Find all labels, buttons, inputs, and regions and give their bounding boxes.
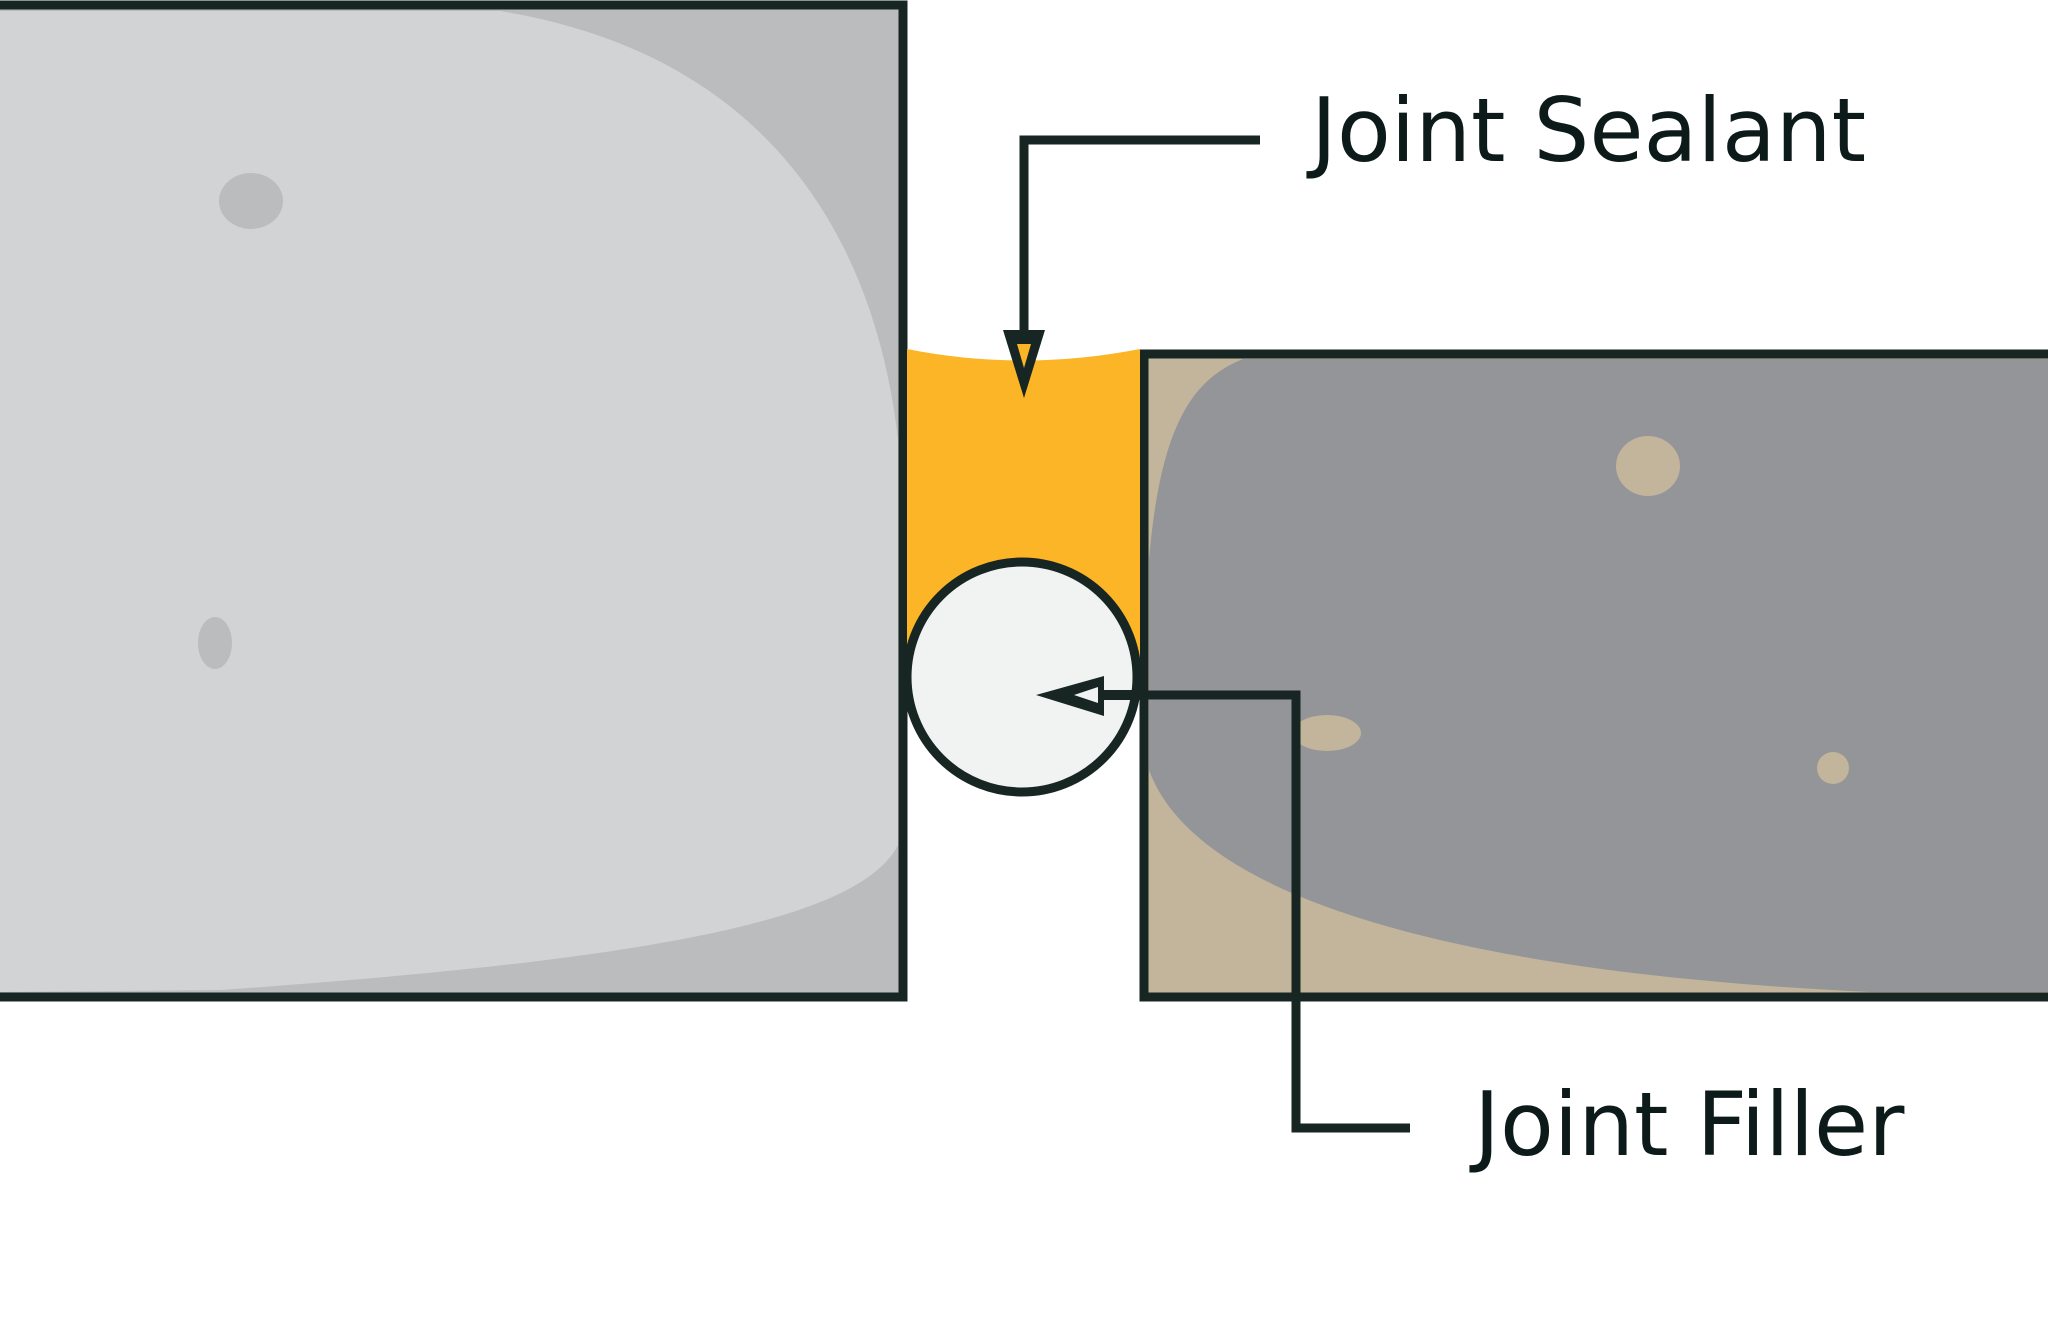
filler-callout: Joint Filler — [1036, 676, 1905, 1176]
filler-label: Joint Filler — [1469, 1073, 1905, 1176]
right-slab-aggregate-3 — [1817, 752, 1849, 784]
sealant-leader-line — [1019, 135, 1260, 330]
right-slab-aggregate-2 — [1293, 715, 1361, 751]
right-slab-outline — [1139, 349, 2048, 1002]
filler-arrow-head-inner — [1074, 687, 1098, 703]
sealant-callout: Joint Sealant — [1003, 79, 1866, 398]
left-concrete-slab — [0, 0, 908, 1002]
left-slab-outline — [0, 0, 908, 1002]
right-slab-aggregate-1 — [1616, 436, 1680, 496]
sealant-label: Joint Sealant — [1306, 79, 1866, 182]
sealant-arrow-head-inner — [1017, 344, 1031, 368]
left-slab-inner-surface — [0, 11, 898, 992]
filler-leader-joint — [1100, 690, 1144, 700]
right-concrete-slab — [1139, 349, 2048, 1002]
left-slab-aggregate-1 — [219, 173, 283, 229]
joint-filler — [902, 557, 1142, 797]
right-slab-inner-surface — [1149, 359, 2048, 992]
left-slab-aggregate-2 — [198, 617, 232, 669]
filler-arrow-head — [1036, 676, 1104, 716]
filler-leader-line — [1104, 690, 1410, 1133]
